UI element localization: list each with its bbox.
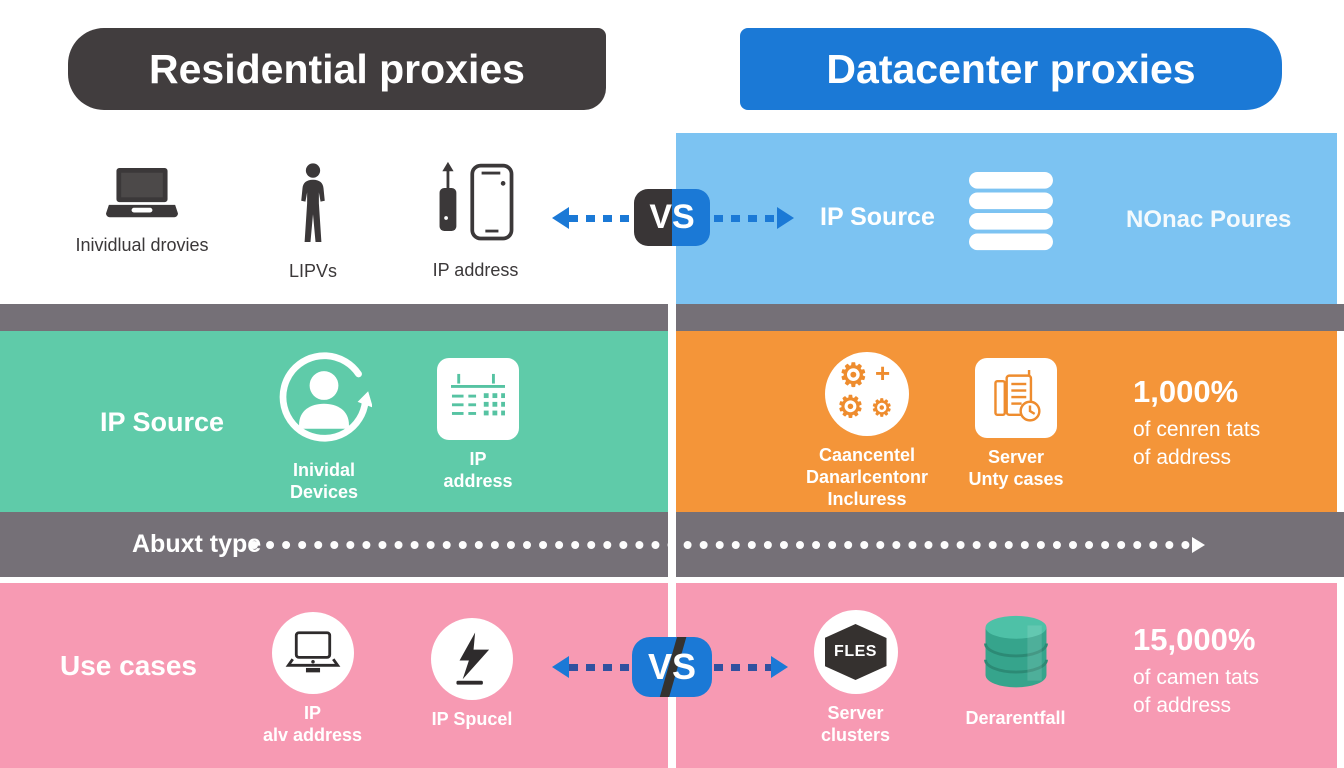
vs-badge-top: VS [634,189,710,246]
phone-dongle-icon [432,160,520,251]
user-sync-icon [276,350,373,451]
gears-icon: ⚙ + ⚙ ⚙ [825,352,909,436]
top-item-ip-address: IP address [418,160,533,282]
arrow-left-bottom-icon [552,656,632,678]
orange-stat-line2: of address [1133,445,1232,469]
use-cases-title: Use cases [60,650,198,681]
orange-item-server: Server Unty cases [948,358,1084,491]
vs-top-label: VS [649,198,695,236]
blue-ip-source-title: IP Source [820,203,935,231]
laptop-icon [106,168,178,226]
dotted-rule [250,537,1205,553]
arrow-left-top-icon [552,207,632,229]
pink-stat-line1: of camen tats [1133,666,1260,690]
pink-stat: 15,000% of camen tats of address [1133,620,1259,719]
arrow-right-top-icon [714,207,794,229]
datacenter-header: Datacenter proxies [740,28,1282,110]
top-item-devices: Inividlual drovies [62,168,222,257]
pink-item-ip-address: IP alv address [240,612,385,747]
pink-item-server-clusters-label: Server clusters [820,703,891,745]
arrow-right-bottom-icon [714,656,788,678]
top-item-person: LIPVs [268,163,358,283]
orange-item-datacenter: ⚙ + ⚙ ⚙ Caancentel Danarlcentonr Inclure… [792,352,942,511]
orange-item-datacenter-label: Caancentel Danarlcentonr Incluress [805,445,929,509]
divider-label: Abuxt type [132,530,262,558]
vs-badge-bottom: VS [632,637,712,697]
residential-header: Residential proxies [68,28,606,110]
pink-item-server-clusters: FLES Server clusters [788,610,923,747]
green-item-ip-address-label: IP address [443,449,513,491]
calendar-icon [437,358,519,440]
green-item-individual-devices: Inividal Devices [250,350,398,504]
lightning-icon [431,618,513,700]
orange-stat-value: 1,000% [1133,374,1239,409]
database-3d-icon [977,614,1055,699]
blue-value-label: NOnac Poures [1126,206,1292,233]
pink-item-derarentfall-label: Derarentfall [965,708,1066,728]
top-item-ip-address-label: IP address [432,260,519,280]
pink-stat-value: 15,000% [1133,622,1256,657]
dotted-rule-arrow-icon [1192,537,1205,553]
pink-item-ip-spucel-label: IP Spucel [431,709,513,729]
pink-item-ip-address-label: IP alv address [262,703,363,745]
pink-item-derarentfall: Derarentfall [948,614,1083,730]
pink-stat-line2: of address [1133,693,1232,717]
document-clock-icon [975,358,1057,438]
blue-database-item [966,172,1056,259]
green-ip-source-title: IP Source [100,407,225,437]
green-item-individual-devices-label: Inividal Devices [289,460,359,502]
laptop-outline-icon [271,612,354,694]
pink-item-ip-spucel: IP Spucel [402,618,542,731]
database-icon [969,172,1053,259]
vs-bottom-label: VS [647,646,697,687]
hexagon-badge-icon: FLES [813,610,898,694]
datacenter-header-label: Datacenter proxies [826,45,1196,92]
residential-header-label: Residential proxies [149,45,525,92]
orange-stat-line1: of cenren tats [1133,418,1261,442]
orange-item-server-label: Server Unty cases [968,447,1064,489]
top-item-devices-label: Inividlual drovies [75,235,209,255]
person-icon [296,163,330,252]
center-divider-line [668,304,676,768]
hexagon-badge-label: FLES [834,643,877,660]
orange-stat: 1,000% of cenren tats of address [1133,372,1260,471]
green-item-ip-address: IP address [408,358,548,493]
top-item-person-label: LIPVs [288,261,338,281]
